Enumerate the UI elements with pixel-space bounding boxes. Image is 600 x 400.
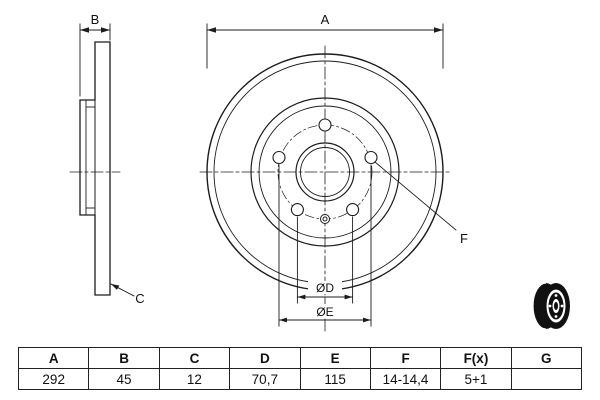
label-dim-c: C [135,291,144,306]
col-header-b: B [88,347,160,369]
dimension-d-lines [296,216,354,304]
centerlines [69,45,451,333]
col-header-e: E [299,347,371,369]
col-header-c: C [158,347,231,369]
col-header-f: F [369,347,442,369]
brake-disc-icon [532,282,570,330]
value-a: 292 [17,368,90,390]
value-g [510,368,583,390]
value-fx: 5+1 [440,368,512,390]
front-view-disc [206,53,444,291]
dimension-a-lines [206,23,444,69]
label-dia-d: ØD [316,281,334,295]
locating-hole [320,214,330,224]
label-dim-f: F [460,231,468,246]
value-f: 14-14,4 [369,368,442,390]
dimension-b-lines [79,23,111,97]
label-dim-b: B [91,12,100,27]
callout-f-leader [374,161,457,231]
table-header-row: A B C D E F F(x) G [17,347,583,369]
col-header-a: A [17,347,90,369]
value-e: 115 [299,368,371,390]
side-view-section [79,41,111,296]
col-header-g: G [510,347,583,369]
label-mask-d [308,281,342,294]
technical-drawing: A B C F ØD ØE [69,12,570,333]
dimension-c-leader [110,283,135,297]
center-bore [295,142,355,202]
value-d: 70,7 [229,368,301,390]
label-mask-e [308,304,342,317]
value-b: 45 [88,368,160,390]
col-header-d: D [229,347,301,369]
col-header-fx: F(x) [440,347,512,369]
bolt-holes [272,118,378,217]
dimension-table: A B C D E F F(x) G 292 45 12 70,7 115 14… [17,347,583,390]
dimension-e-lines [278,164,372,327]
label-dia-e: ØE [316,305,333,319]
label-dim-a: A [321,12,330,27]
table-value-row: 292 45 12 70,7 115 14-14,4 5+1 [17,368,583,390]
value-c: 12 [158,368,231,390]
